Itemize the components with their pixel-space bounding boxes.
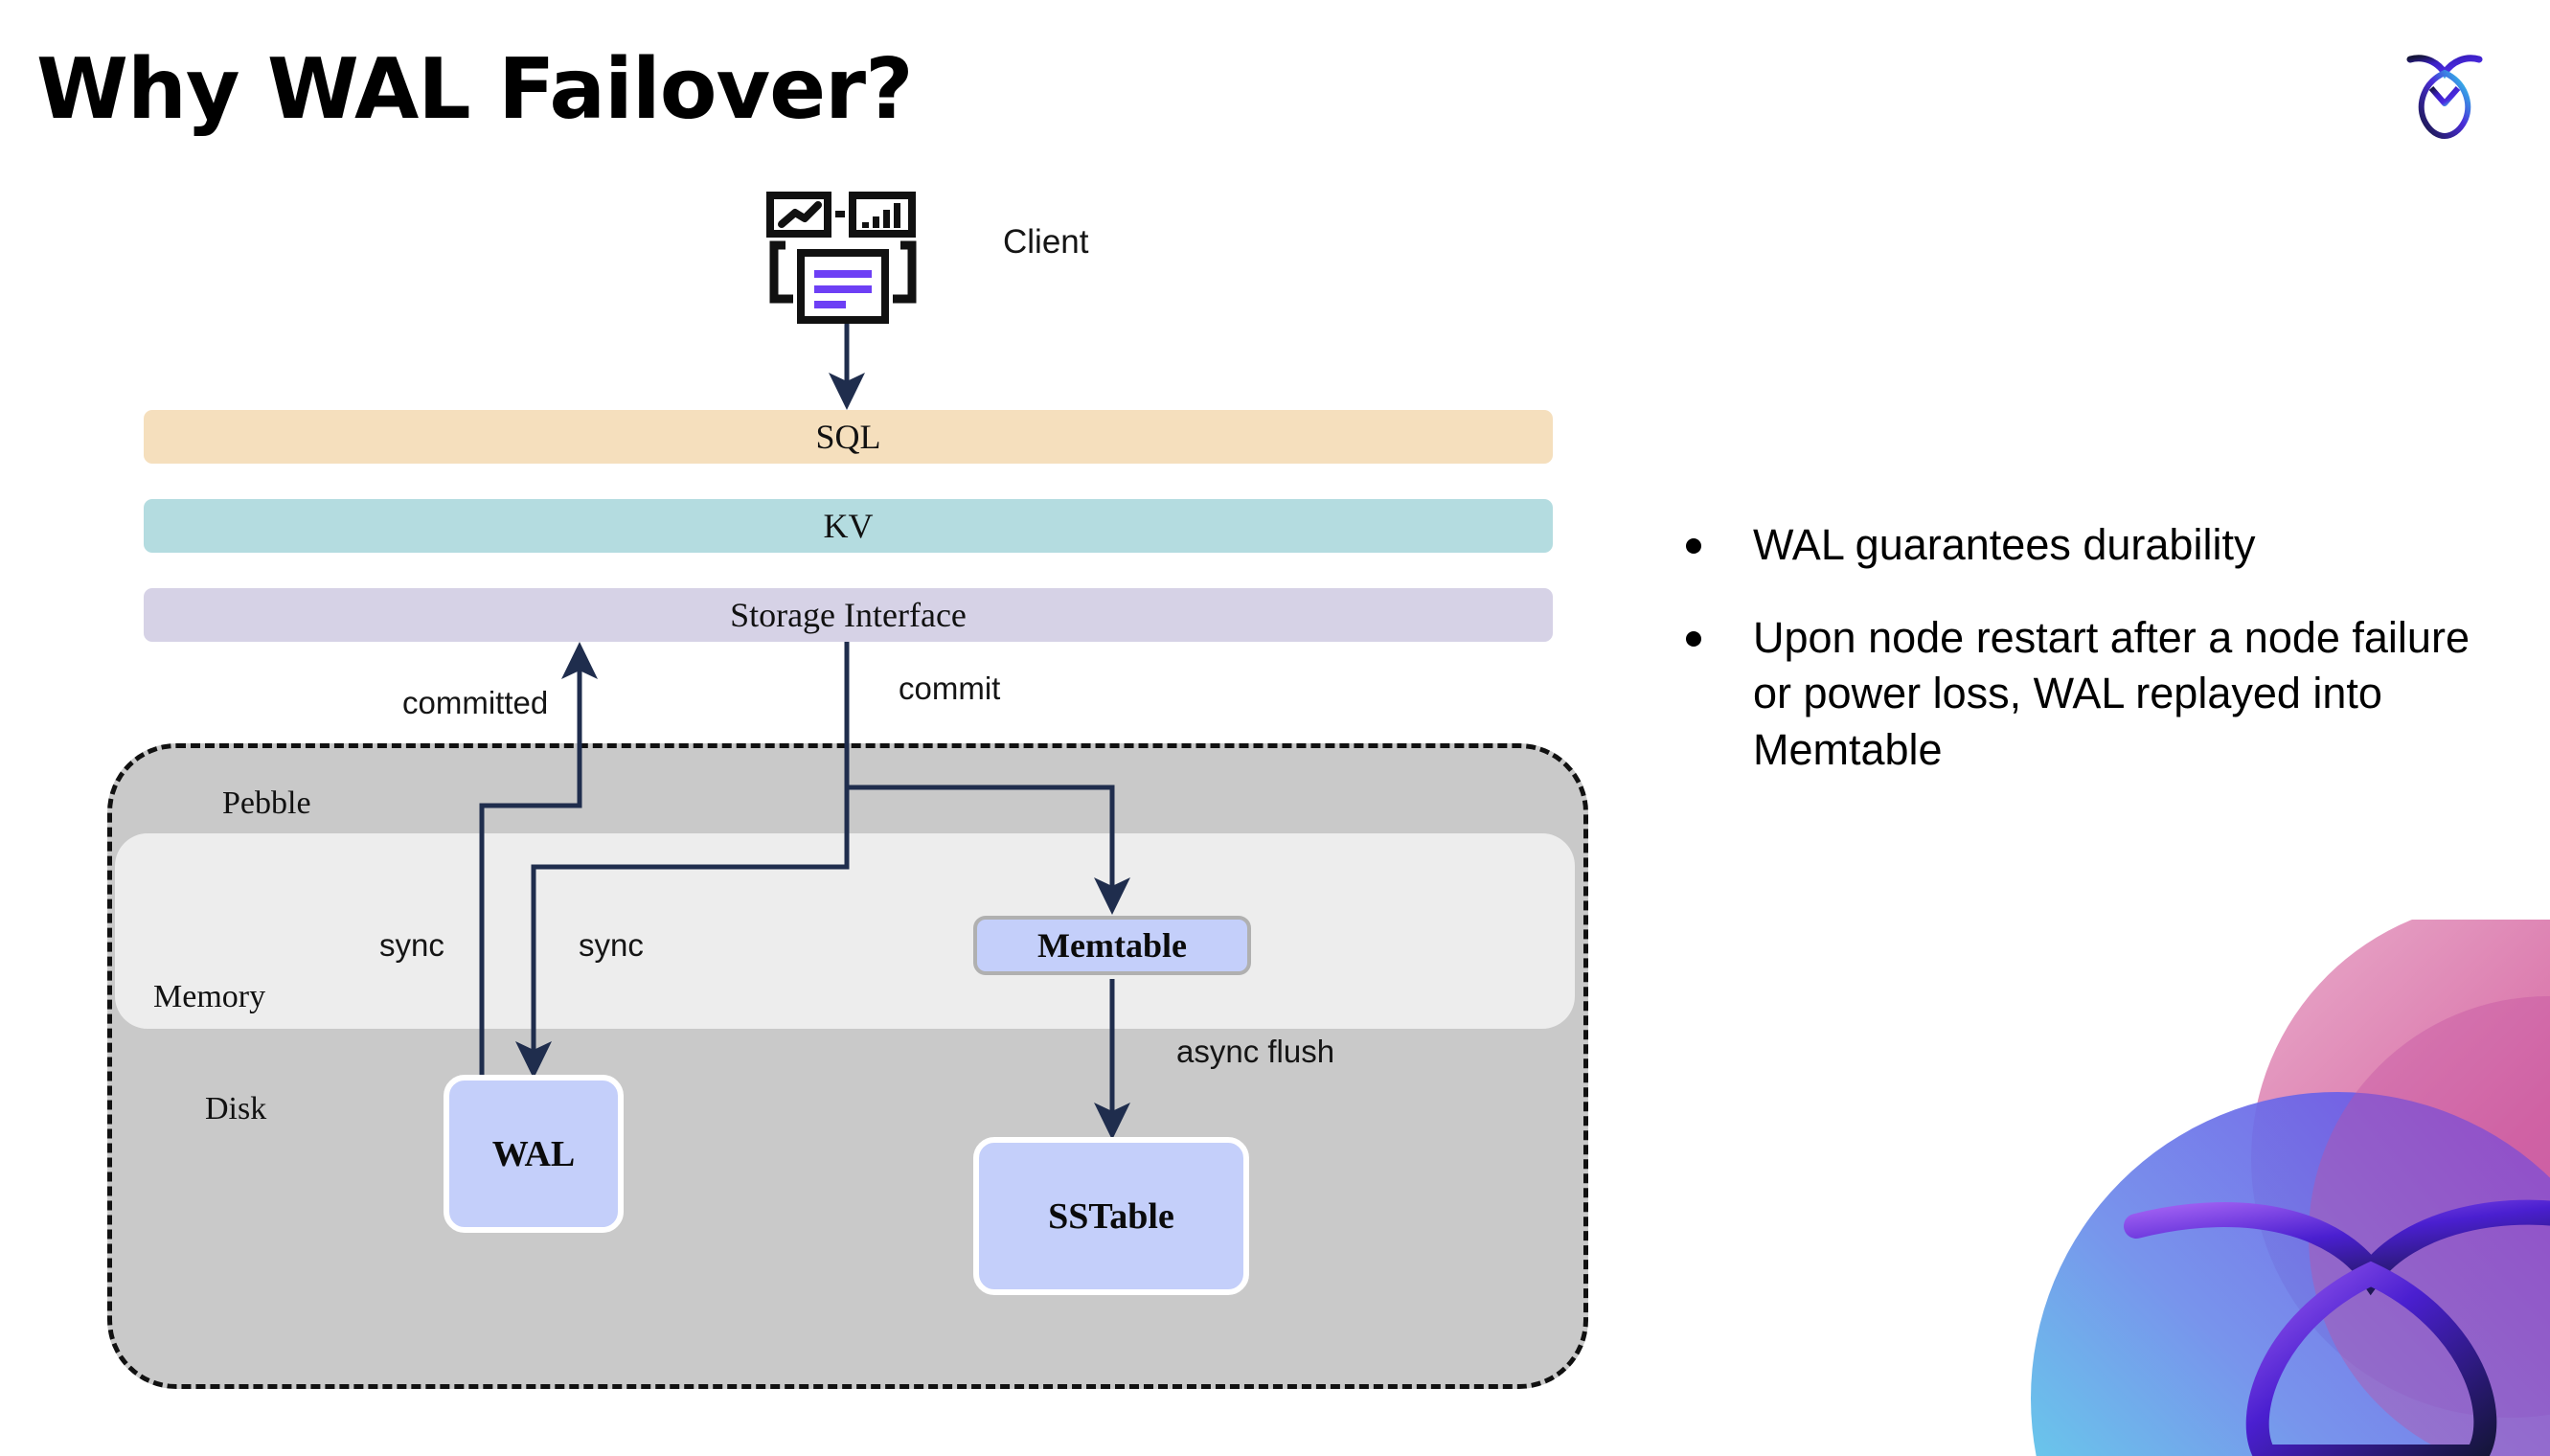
- cockroach-leaf-logo-icon: [2391, 36, 2498, 144]
- layer-label-kv: KV: [823, 507, 874, 545]
- bullet-text: Upon node restart after a node failure o…: [1753, 612, 2470, 774]
- bullet-dot-icon: [1686, 538, 1701, 554]
- bullet-list: WAL guarantees durability Upon node rest…: [1686, 517, 2481, 814]
- node-memtable[interactable]: Memtable: [973, 916, 1251, 975]
- edge-label-committed: committed: [402, 685, 549, 720]
- page-title: Why WAL Failover?: [36, 40, 914, 138]
- memory-label: Memory: [153, 979, 266, 1014]
- architecture-diagram: Client SQL KV Storage Interface Pebble M…: [107, 192, 1588, 1389]
- node-sstable-label: SSTable: [1048, 1195, 1174, 1237]
- pebble-label: Pebble: [222, 785, 311, 821]
- edge-label-sync-right: sync: [579, 927, 644, 963]
- memory-region: [115, 833, 1575, 1029]
- list-item: Upon node restart after a node failure o…: [1686, 610, 2481, 779]
- edge-label-commit: commit: [899, 671, 1001, 706]
- layer-bar-sql: SQL: [144, 410, 1553, 464]
- disk-label: Disk: [205, 1091, 267, 1126]
- node-sstable[interactable]: SSTable: [973, 1137, 1249, 1295]
- client-dashboard-icon: [766, 192, 920, 324]
- layer-bar-storage: Storage Interface: [144, 588, 1553, 642]
- layer-label-storage: Storage Interface: [730, 596, 967, 634]
- edge-label-sync-left: sync: [379, 927, 444, 963]
- layer-label-sql: SQL: [815, 418, 881, 456]
- node-wal-label: WAL: [491, 1133, 576, 1174]
- list-item: WAL guarantees durability: [1686, 517, 2481, 574]
- bullet-text: WAL guarantees durability: [1753, 520, 2256, 569]
- cockroach-circles-decor-icon: [1935, 920, 2550, 1456]
- edge-label-async-flush: async flush: [1176, 1034, 1335, 1069]
- node-memtable-label: Memtable: [1037, 926, 1187, 965]
- layer-bar-kv: KV: [144, 499, 1553, 553]
- client-label: Client: [1003, 223, 1089, 261]
- node-wal[interactable]: WAL: [444, 1075, 624, 1233]
- slide-canvas: Why WAL Failover?: [36, 36, 2550, 1456]
- bullet-dot-icon: [1686, 630, 1701, 647]
